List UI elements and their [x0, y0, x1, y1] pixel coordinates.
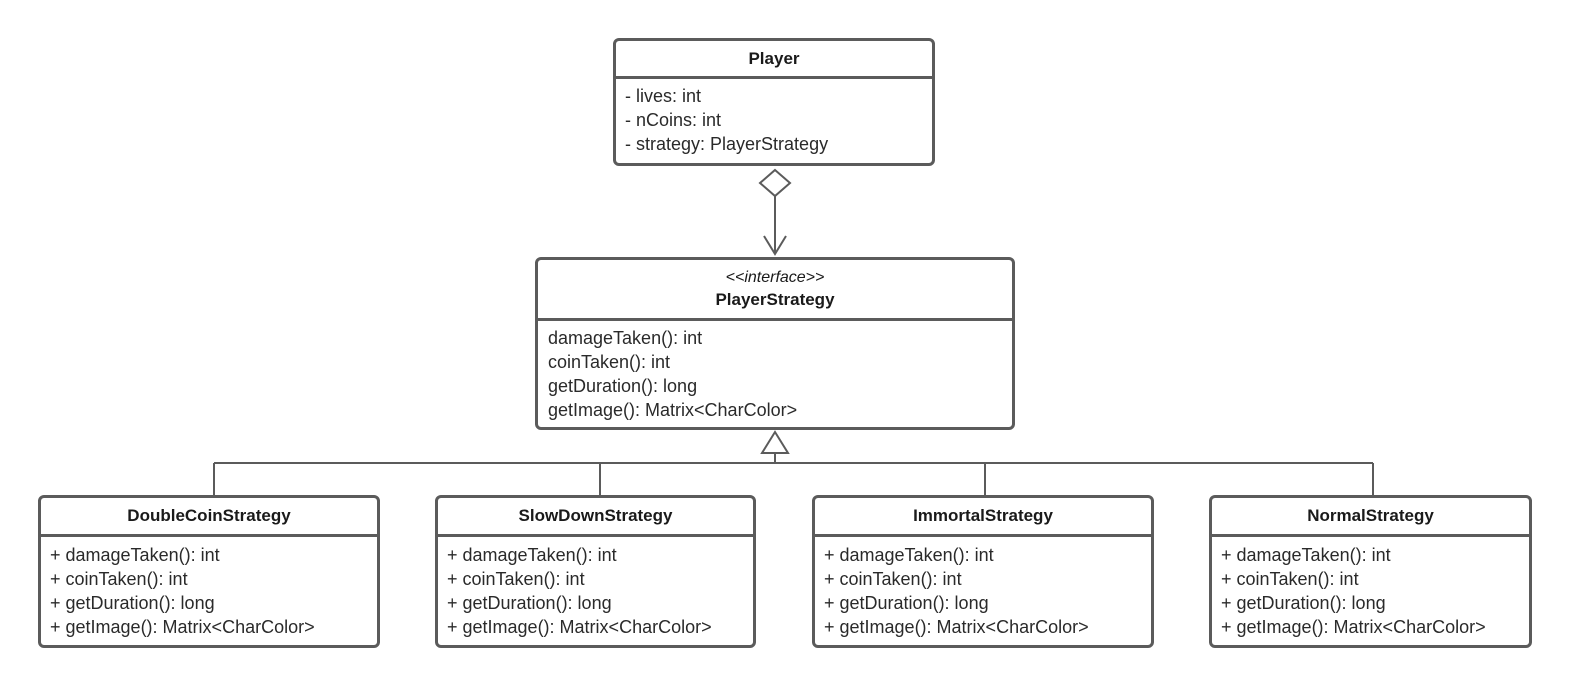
class-name: ImmortalStrategy — [913, 506, 1053, 525]
method-cointaken: + coinTaken(): int — [447, 569, 585, 589]
method-getduration: + getDuration(): long — [1221, 593, 1386, 613]
class-name: PlayerStrategy — [715, 289, 835, 309]
slowdownstrategy-class[interactable]: SlowDownStrategy + damageTaken(): int + … — [435, 495, 756, 648]
immortalstrategy-class[interactable]: ImmortalStrategy + damageTaken(): int + … — [812, 495, 1154, 648]
method-getimage: + getImage(): Matrix<CharColor> — [50, 617, 315, 637]
interface-stereotype: <<interface>> — [725, 268, 825, 286]
method-getduration: + getDuration(): long — [824, 593, 989, 613]
interface-header: <<interface>> PlayerStrategy — [538, 260, 1012, 321]
class-methods: + damageTaken(): int + coinTaken(): int … — [815, 537, 1151, 639]
method-damagetaken: + damageTaken(): int — [447, 545, 617, 565]
method-damagetaken: + damageTaken(): int — [1221, 545, 1391, 565]
class-methods: + damageTaken(): int + coinTaken(): int … — [1212, 537, 1529, 639]
method-getduration: + getDuration(): long — [50, 593, 215, 613]
method-damagetaken: + damageTaken(): int — [824, 545, 994, 565]
method-getimage: getImage(): Matrix<CharColor> — [548, 400, 798, 420]
attribute-ncoins: - nCoins: int — [625, 110, 722, 130]
class-header: NormalStrategy — [1212, 498, 1529, 537]
realization-triangle — [760, 430, 790, 454]
class-name: Player — [748, 48, 800, 68]
class-header: DoubleCoinStrategy — [41, 498, 377, 537]
doublecoinstrategy-class[interactable]: DoubleCoinStrategy + damageTaken(): int … — [38, 495, 380, 648]
playerstrategy-interface[interactable]: <<interface>> PlayerStrategy damageTaken… — [535, 257, 1015, 430]
class-name: DoubleCoinStrategy — [127, 506, 291, 525]
method-damagetaken: + damageTaken(): int — [50, 545, 220, 565]
aggregation-diamond — [758, 168, 792, 198]
normalstrategy-class[interactable]: NormalStrategy + damageTaken(): int + co… — [1209, 495, 1532, 648]
method-getduration: getDuration(): long — [548, 376, 698, 396]
class-name: NormalStrategy — [1307, 506, 1434, 525]
method-cointaken: + coinTaken(): int — [824, 569, 962, 589]
class-methods: + damageTaken(): int + coinTaken(): int … — [41, 537, 377, 639]
player-class[interactable]: Player - lives: int - nCoins: int - stra… — [613, 38, 935, 166]
method-getduration: + getDuration(): long — [447, 593, 612, 613]
class-name: SlowDownStrategy — [518, 506, 673, 525]
class-methods: + damageTaken(): int + coinTaken(): int … — [438, 537, 753, 639]
player-class-header: Player — [616, 41, 932, 79]
aggregation-arrowhead — [763, 235, 787, 256]
method-cointaken: + coinTaken(): int — [50, 569, 188, 589]
method-getimage: + getImage(): Matrix<CharColor> — [824, 617, 1089, 637]
attribute-strategy: - strategy: PlayerStrategy — [625, 134, 829, 154]
method-damagetaken: damageTaken(): int — [548, 328, 703, 348]
method-cointaken: coinTaken(): int — [548, 352, 671, 372]
interface-methods: damageTaken(): int coinTaken(): int getD… — [538, 321, 1012, 422]
method-getimage: + getImage(): Matrix<CharColor> — [447, 617, 712, 637]
method-cointaken: + coinTaken(): int — [1221, 569, 1359, 589]
class-header: SlowDownStrategy — [438, 498, 753, 537]
method-getimage: + getImage(): Matrix<CharColor> — [1221, 617, 1486, 637]
class-header: ImmortalStrategy — [815, 498, 1151, 537]
attribute-lives: - lives: int — [625, 86, 702, 106]
player-attributes: - lives: int - nCoins: int - strategy: P… — [616, 79, 932, 156]
